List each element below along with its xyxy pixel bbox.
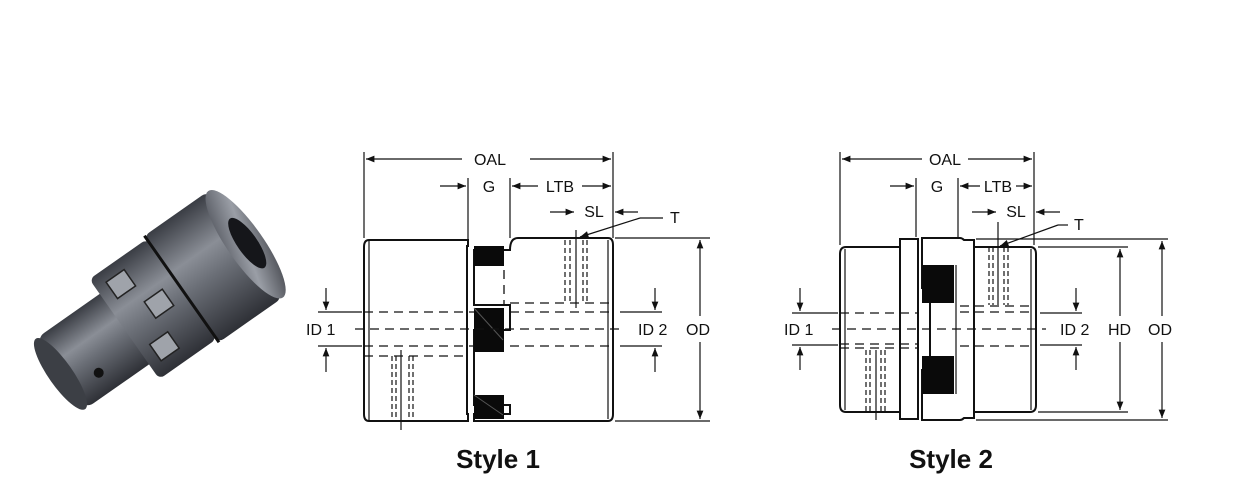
style2-oal-label: OAL [929, 152, 961, 169]
style2-id2-label: ID 2 [1060, 322, 1089, 339]
style1-id1-label: ID 1 [306, 322, 335, 339]
style2-hd-label: HD [1108, 322, 1131, 339]
style1-caption: Style 1 [456, 444, 540, 474]
style1-od-label: OD [686, 322, 710, 339]
style1-id2-label: ID 2 [638, 322, 667, 339]
style2-caption: Style 2 [909, 444, 993, 474]
style2-sl-label: SL [1006, 204, 1026, 221]
style1-t-label: T [670, 210, 680, 227]
style2-id1-label: ID 1 [784, 322, 813, 339]
style1-ltb-label: LTB [546, 179, 574, 196]
style2-drawing: OAL G LTB SL T ID 1 ID 2 HD [784, 152, 1172, 474]
style2-ltb-label: LTB [984, 179, 1012, 196]
style2-t-label: T [1074, 217, 1084, 234]
style1-sl-label: SL [584, 204, 604, 221]
style1-oal-label: OAL [474, 152, 506, 169]
style1-g-label: G [483, 179, 495, 196]
style1-drawing: OAL G LTB SL T ID 1 ID 2 OD [306, 152, 710, 474]
style2-g-label: G [931, 179, 943, 196]
style2-od-label: OD [1148, 322, 1172, 339]
coupling-photo [33, 190, 286, 410]
